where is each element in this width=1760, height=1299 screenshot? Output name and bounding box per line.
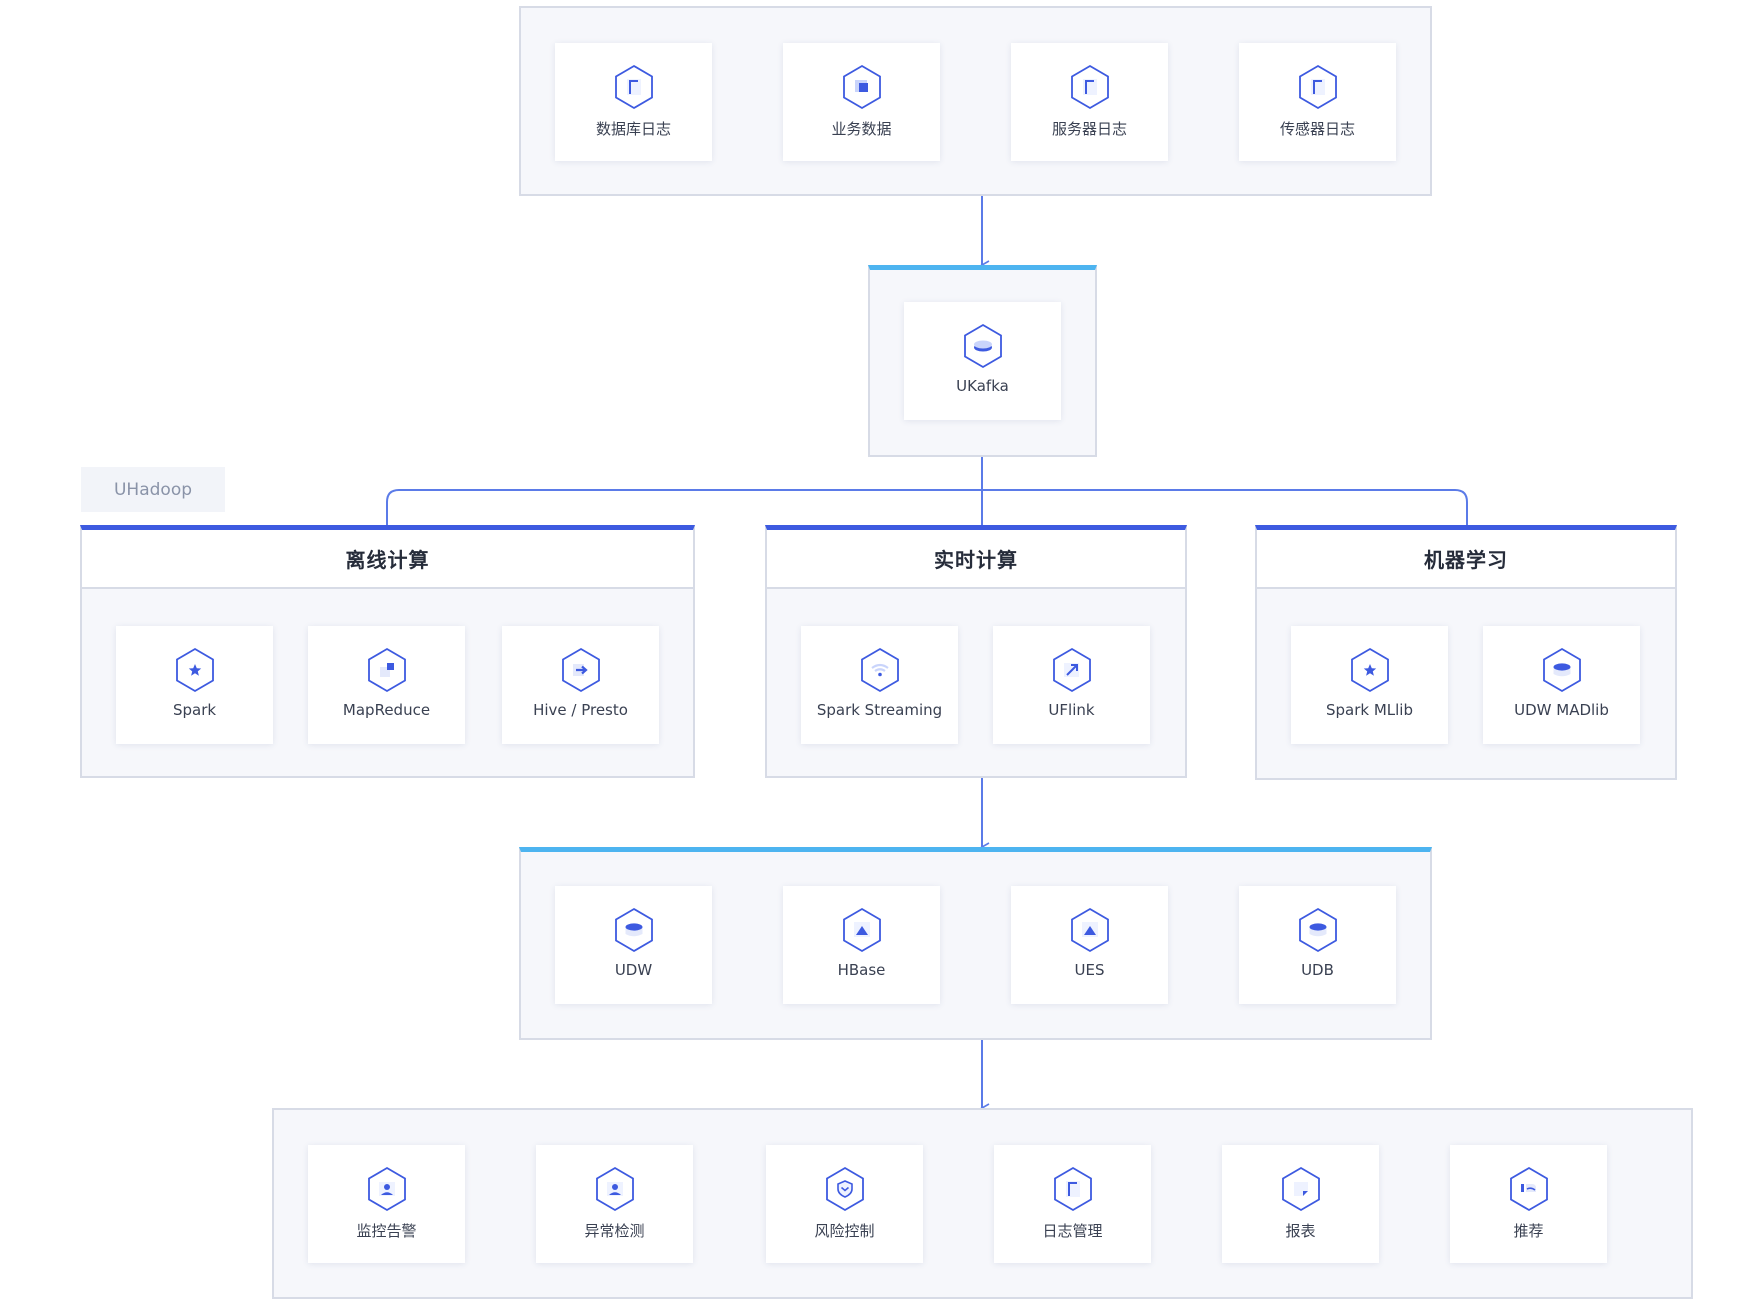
database-icon [1298, 907, 1337, 953]
user-icon [595, 1166, 634, 1212]
card-label: UES [1074, 961, 1105, 979]
line-branch-horizontal [386, 489, 1468, 525]
machine-learning-title: 机器学习 [1257, 530, 1675, 589]
card-ml-1[interactable]: UDW MADlib [1483, 626, 1640, 744]
card-sources-1[interactable]: 业务数据 [783, 43, 940, 161]
card-label: 监控告警 [356, 1222, 417, 1240]
database-icon [614, 907, 653, 953]
arrow-up-right-icon [1052, 647, 1091, 693]
card-offline-2[interactable]: Hive / Presto [502, 626, 659, 744]
card-label: 报表 [1285, 1222, 1316, 1240]
card-storage-3[interactable]: UDB [1239, 886, 1396, 1004]
card-storage-0[interactable]: UDW [555, 886, 712, 1004]
card-label: MapReduce [342, 701, 431, 719]
card-apps-5[interactable]: 推荐 [1450, 1145, 1607, 1263]
card-sources-2[interactable]: 服务器日志 [1011, 43, 1168, 161]
report-icon [1281, 1166, 1320, 1212]
applications-box: 监控告警 异常检测 风险控制 日志管理 [272, 1108, 1693, 1299]
triangle-icon [1070, 907, 1109, 953]
star-icon [1350, 647, 1389, 693]
offline-compute-box: 离线计算 Spark MapReduce Hive / Presto [80, 525, 695, 778]
card-ml-0[interactable]: Spark MLlib [1291, 626, 1448, 744]
card-apps-0[interactable]: 监控告警 [308, 1145, 465, 1263]
card-sources-3[interactable]: 传感器日志 [1239, 43, 1396, 161]
business-data-icon [842, 64, 881, 110]
log-document-icon [1070, 64, 1109, 110]
card-label: HBase [837, 961, 886, 979]
blocks-icon [367, 647, 406, 693]
stream-icon [860, 647, 899, 693]
card-apps-1[interactable]: 异常检测 [536, 1145, 693, 1263]
card-label: 风险控制 [814, 1222, 875, 1240]
shield-icon [825, 1166, 864, 1212]
triangle-icon [842, 907, 881, 953]
database-icon [1542, 647, 1581, 693]
realtime-compute-title: 实时计算 [767, 530, 1185, 589]
card-label: Hive / Presto [533, 701, 628, 719]
ingest-box: UKafka [868, 265, 1097, 457]
log-document-icon [614, 64, 653, 110]
card-realtime-1[interactable]: UFlink [993, 626, 1150, 744]
card-apps-2[interactable]: 风险控制 [766, 1145, 923, 1263]
arrow-right-icon [561, 647, 600, 693]
kafka-disc-icon [963, 323, 1002, 369]
card-label: 数据库日志 [595, 120, 671, 138]
card-offline-1[interactable]: MapReduce [308, 626, 465, 744]
storage-box: UDW HBase UES UDB [519, 847, 1432, 1040]
card-storage-2[interactable]: UES [1011, 886, 1168, 1004]
card-realtime-0[interactable]: Spark Streaming [801, 626, 958, 744]
card-apps-4[interactable]: 报表 [1222, 1145, 1379, 1263]
card-label: 服务器日志 [1051, 120, 1127, 138]
card-label: Spark MLlib [1325, 701, 1413, 719]
log-document-icon [1298, 64, 1337, 110]
card-sources-0[interactable]: 数据库日志 [555, 43, 712, 161]
card-label: 异常检测 [584, 1222, 645, 1240]
card-label: UFlink [1048, 701, 1095, 719]
recommend-icon [1509, 1166, 1548, 1212]
card-label: UDW MADlib [1514, 701, 1609, 719]
card-label: UDB [1301, 961, 1334, 979]
card-label: Spark Streaming [816, 701, 943, 719]
card-apps-3[interactable]: 日志管理 [994, 1145, 1151, 1263]
data-sources-box: 数据库日志 业务数据 服务器日志 传感器日志 [519, 6, 1432, 196]
card-label: 传感器日志 [1279, 120, 1355, 138]
realtime-compute-box: 实时计算 Spark Streaming UFlink [765, 525, 1187, 778]
user-icon [367, 1166, 406, 1212]
card-storage-1[interactable]: HBase [783, 886, 940, 1004]
card-ukafka[interactable]: UKafka [904, 302, 1061, 420]
card-label: Spark [172, 701, 217, 719]
uhadoop-label: UHadoop [81, 467, 225, 512]
card-offline-0[interactable]: Spark [116, 626, 273, 744]
star-icon [175, 647, 214, 693]
card-label: UKafka [956, 377, 1009, 395]
log-document-icon [1053, 1166, 1092, 1212]
card-label: 业务数据 [831, 120, 892, 138]
card-label: UDW [614, 961, 653, 979]
offline-compute-title: 离线计算 [82, 530, 693, 589]
card-label: 推荐 [1513, 1222, 1544, 1240]
card-label: 日志管理 [1042, 1222, 1103, 1240]
machine-learning-box: 机器学习 Spark MLlib UDW MADlib [1255, 525, 1677, 780]
